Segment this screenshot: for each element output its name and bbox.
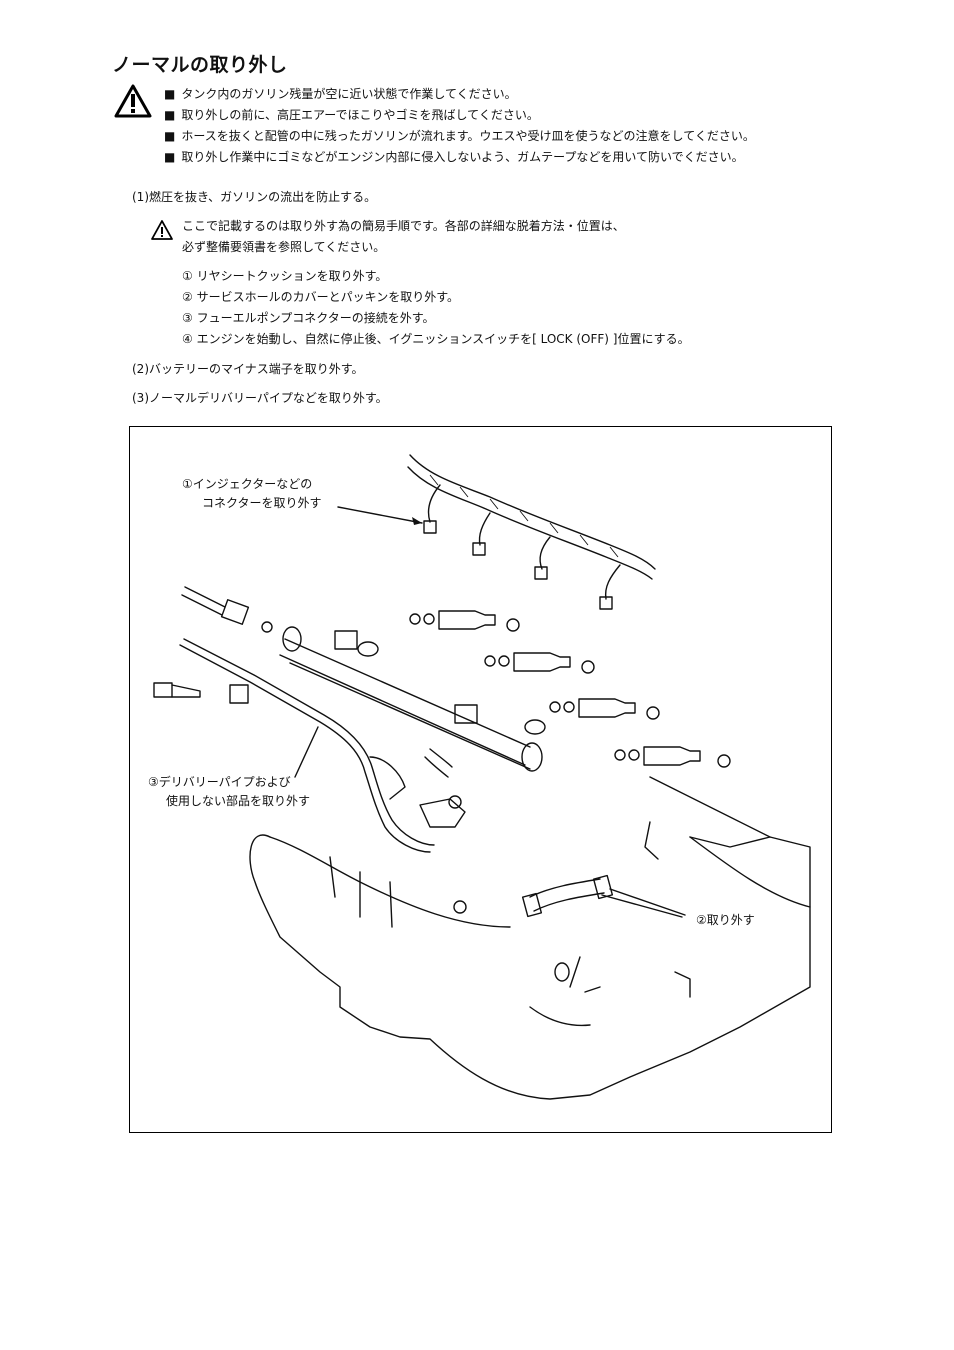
engine-block [249, 776, 811, 1100]
callout-line [601, 894, 683, 918]
warning-item: 取り外し作業中にゴミなどがエンジン内部に侵入しないよう、ガムテープなどを用いて防… [164, 147, 755, 168]
delivery-pipe [279, 626, 543, 772]
substep-list: ① リヤシートクッションを取り外す。 ② サービスホールのカバーとパッキンを取り… [182, 266, 690, 350]
callout-line: ③デリバリーパイプおよび [148, 775, 291, 789]
warning-item: タンク内のガソリン残量が空に近い状態で作業してください。 [164, 84, 755, 105]
arrow-head [412, 517, 422, 525]
callout-arrow [337, 506, 423, 524]
callout-arrow [294, 726, 319, 778]
callout-1: ①インジェクターなどの コネクターを取り外す [182, 475, 322, 513]
step-2: (2)バッテリーのマイナス端子を取り外す。 [132, 362, 364, 376]
warning-item: 取り外しの前に、高圧エアーでほこりやゴミを飛ばしてください。 [164, 105, 755, 126]
step-3: (3)ノーマルデリバリーパイプなどを取り外す。 [132, 391, 388, 405]
note-line: ここで記載するのは取り外す為の簡易手順です。各部の詳細な脱着方法・位置は、 [182, 219, 625, 233]
substep-item: ③ フューエルポンプコネクターの接続を外す。 [182, 311, 435, 325]
page-title: ノーマルの取り外し [112, 54, 288, 76]
warning-list: タンク内のガソリン残量が空に近い状態で作業してください。 取り外しの前に、高圧エ… [164, 84, 755, 168]
caution-triangle-icon [151, 220, 173, 240]
pressure-regulator [419, 795, 466, 828]
callout-2: ②取り外す [696, 913, 755, 927]
substep-item: ④ エンジンを始動し、自然に停止後、イグニッションスイッチを[ LOCK (OF… [182, 332, 690, 346]
step-1: (1)燃圧を抜き、ガソリンの流出を防止する。 [132, 190, 377, 204]
engine-drawing [153, 454, 811, 1100]
feed-pipes [153, 586, 453, 853]
callout-line: ①インジェクターなどの [182, 477, 313, 491]
substep-item: ② サービスホールのカバーとパッキンを取り外す。 [182, 290, 460, 304]
warning-item: ホースを抜くと配管の中に残ったガソリンが流れます。ウエスや受け皿を使うなどの注意… [164, 126, 754, 147]
callout-line: 使用しない部品を取り外す [166, 794, 311, 808]
substep-item: ① リヤシートクッションを取り外す。 [182, 269, 388, 283]
removal-diagram: ①インジェクターなどの コネクターを取り外す ②取り外す ③デリバリーパイプおよ… [129, 426, 832, 1133]
warning-triangle-icon [114, 84, 152, 118]
note-line: 必ず整備要領書を参照してください。 [182, 240, 386, 254]
fuel-injectors [357, 610, 731, 768]
wire-harness [407, 454, 656, 610]
callout-line: コネクターを取り外す [202, 496, 322, 510]
reference-note: ここで記載するのは取り外す為の簡易手順です。各部の詳細な脱着方法・位置は、 必ず… [182, 216, 625, 258]
callout-3: ③デリバリーパイプおよび 使用しない部品を取り外す [148, 773, 310, 811]
